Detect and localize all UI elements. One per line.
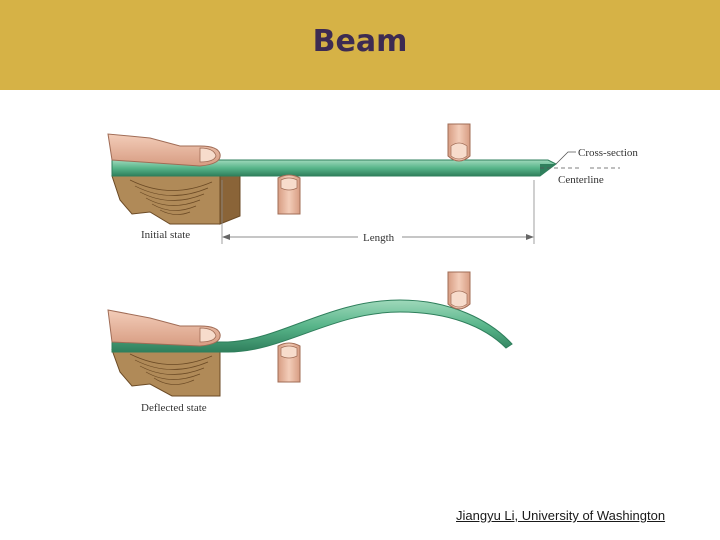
- deflected-state-group: Deflected state: [107, 271, 513, 414]
- initial-state-group: Cross-section Centerline Length Initial …: [107, 123, 638, 244]
- beam-initial-end: [540, 164, 556, 176]
- wood-support-initial: [111, 175, 241, 225]
- beam-deflected: [111, 299, 513, 353]
- cross-section-leader: [555, 151, 576, 165]
- hand-initial: [107, 133, 221, 167]
- length-dimension-arrow: [222, 234, 534, 240]
- title-band: [0, 0, 720, 90]
- deflected-state-label: Deflected state: [141, 402, 207, 414]
- cross-section-label: Cross-section: [578, 147, 638, 159]
- wood-support-deflected: [111, 349, 221, 397]
- initial-state-label: Initial state: [141, 229, 190, 241]
- hand-deflected: [107, 309, 221, 347]
- centerline-label: Centerline: [558, 174, 604, 186]
- slide-title: Beam: [312, 24, 408, 59]
- length-label: Length: [363, 232, 395, 244]
- footer-credit[interactable]: Jiangyu Li, University of Washington: [456, 508, 666, 523]
- beam-diagram: Cross-section Centerline Length Initial …: [107, 123, 638, 414]
